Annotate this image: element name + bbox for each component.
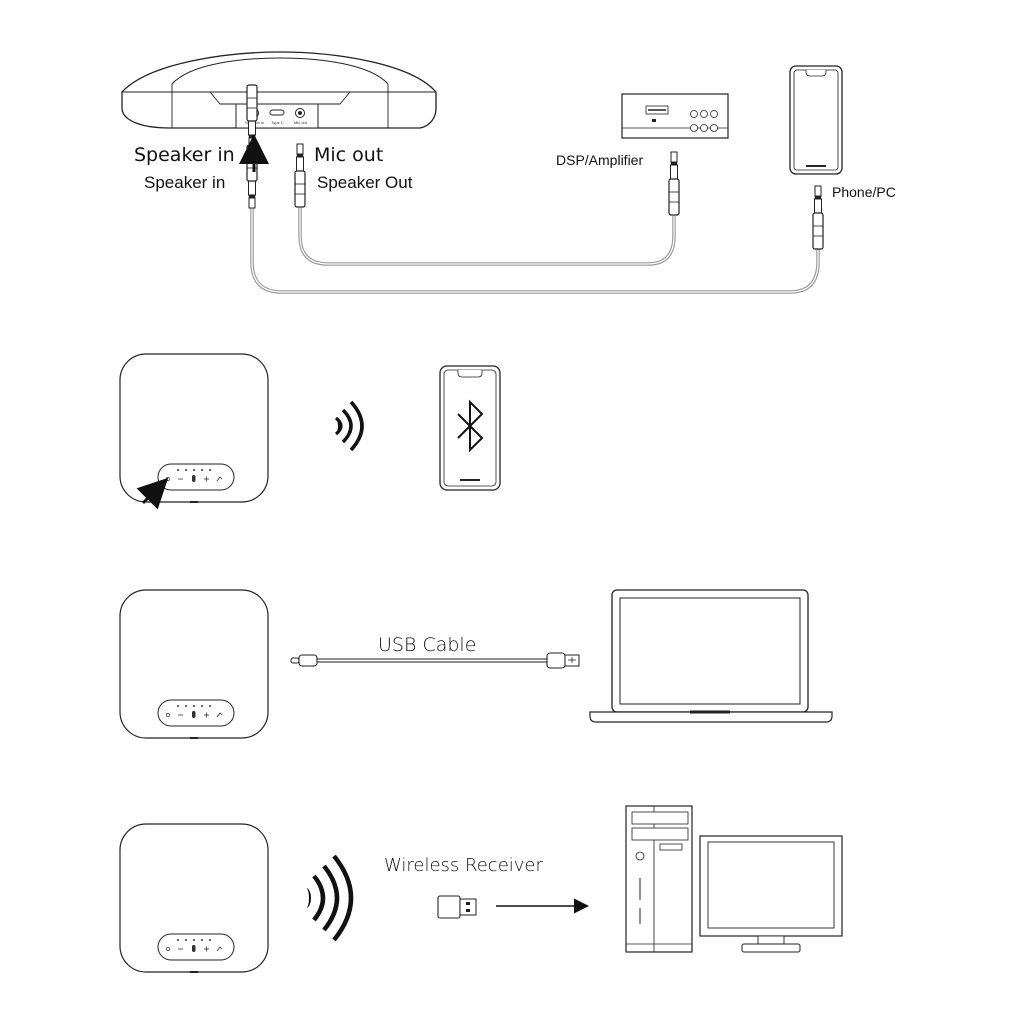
phone-pc-label: Phone/PC [832,184,896,200]
section3-usb [119,589,833,739]
wireless-signal-icon [334,400,364,452]
cable-mic-out [298,208,676,266]
jack-plug-mic-out [294,143,306,208]
cable-speaker-in [250,208,820,294]
laptop-icon [589,589,833,723]
usb-dongle-icon [437,895,477,919]
jack-plug-icon [246,84,258,149]
callout-speaker-in-top: Speaker in [134,144,235,166]
speakerphone-icon: Speaker in Type C Mic out [121,51,437,129]
callout-speaker-in-bottom: Speaker in [144,173,226,192]
port-label-mic-out: Mic out [294,120,308,125]
wireless-signal-icon [306,854,354,942]
desktop-tower-icon [625,805,693,953]
phone-icon [789,65,843,175]
phone-icon [439,365,501,491]
section1-wired-connection: Speaker in Type C Mic out [121,51,843,294]
speakerphone-icon [119,353,269,503]
section4-wireless-receiver [119,805,843,973]
dsp-amplifier-icon [621,93,729,139]
dsp-amplifier-label: DSP/Amplifier [556,152,644,168]
speakerphone-icon [119,823,269,973]
speakerphone-icon [119,589,269,739]
callout-speaker-out: Speaker Out [317,173,413,192]
usb-c-plug-icon [290,654,318,667]
jack-plug-phone [812,185,824,250]
usb-plug-icon [546,652,580,669]
wireless-receiver-label: Wireless Receiver [384,855,543,876]
monitor-icon [699,835,843,953]
arrow-icon [136,477,169,510]
section2-bluetooth [119,353,501,510]
callout-mic-out: Mic out [314,144,384,166]
port-label-type-c: Type C [271,120,284,125]
bluetooth-icon [457,399,484,453]
jack-plug-dsp [668,151,680,216]
usb-cable-label: USB Cable [378,634,477,656]
